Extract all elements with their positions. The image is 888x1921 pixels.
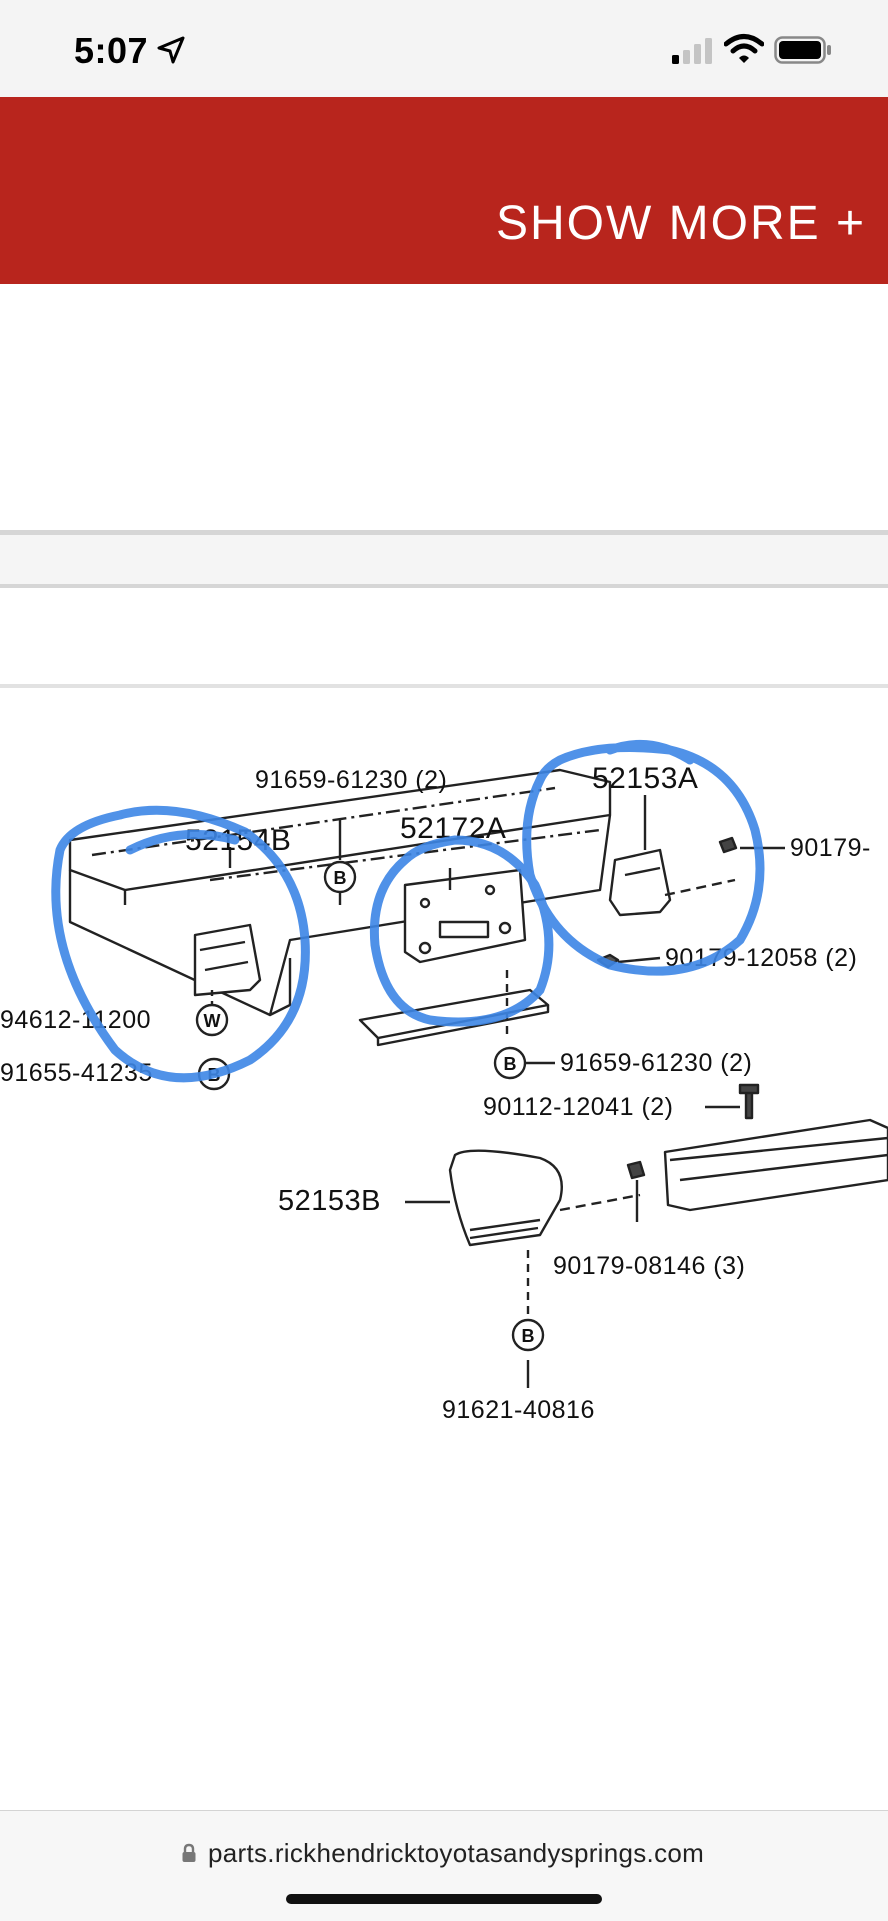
cellular-signal-icon <box>672 38 712 64</box>
section-divider <box>0 530 888 535</box>
part-90112-12041: 90112-12041 (2) <box>483 1093 674 1121</box>
annotation-circle-middle <box>369 835 554 1027</box>
part-91621-40816: 91621-40816 <box>442 1396 595 1420</box>
status-time: 5:07 <box>74 30 149 71</box>
mark-b-bottom: B <box>522 1326 535 1346</box>
part-91659-top: 91659-61230 (2) <box>255 766 447 794</box>
address-url[interactable]: parts.rickhendricktoyotasandysprings.com <box>208 1838 705 1868</box>
status-bar: 5:07 <box>0 0 888 97</box>
show-more-button[interactable]: SHOW MORE + <box>495 197 866 250</box>
parts-diagram: B W B B B 91659-61230 (2) 52153A 52154B … <box>0 739 888 1420</box>
fastener-mark-b <box>323 860 357 894</box>
battery-icon <box>774 36 831 64</box>
part-91659-mid: 91659-61230 (2) <box>560 1049 752 1077</box>
annotation-circle-left <box>51 805 310 1083</box>
part-52153B: 52153B <box>278 1185 381 1217</box>
part-94612-11200: 94612-11200 <box>0 1006 151 1034</box>
wifi-icon <box>724 34 764 63</box>
part-90179-right: 90179- <box>790 834 871 862</box>
annotation-circle-right <box>522 739 765 976</box>
lock-icon <box>182 1843 196 1862</box>
part-90179-08146: 90179-08146 (3) <box>553 1252 745 1280</box>
home-indicator[interactable] <box>286 1894 602 1904</box>
mark-b-top: B <box>334 868 347 888</box>
part-52153A: 52153A <box>592 762 698 795</box>
section-divider <box>0 684 888 688</box>
header-banner <box>0 97 888 284</box>
section-divider <box>0 584 888 588</box>
gray-band <box>0 535 888 585</box>
mark-w: W <box>204 1011 221 1031</box>
location-arrow-icon <box>157 36 185 64</box>
mark-b-mid: B <box>504 1054 517 1074</box>
